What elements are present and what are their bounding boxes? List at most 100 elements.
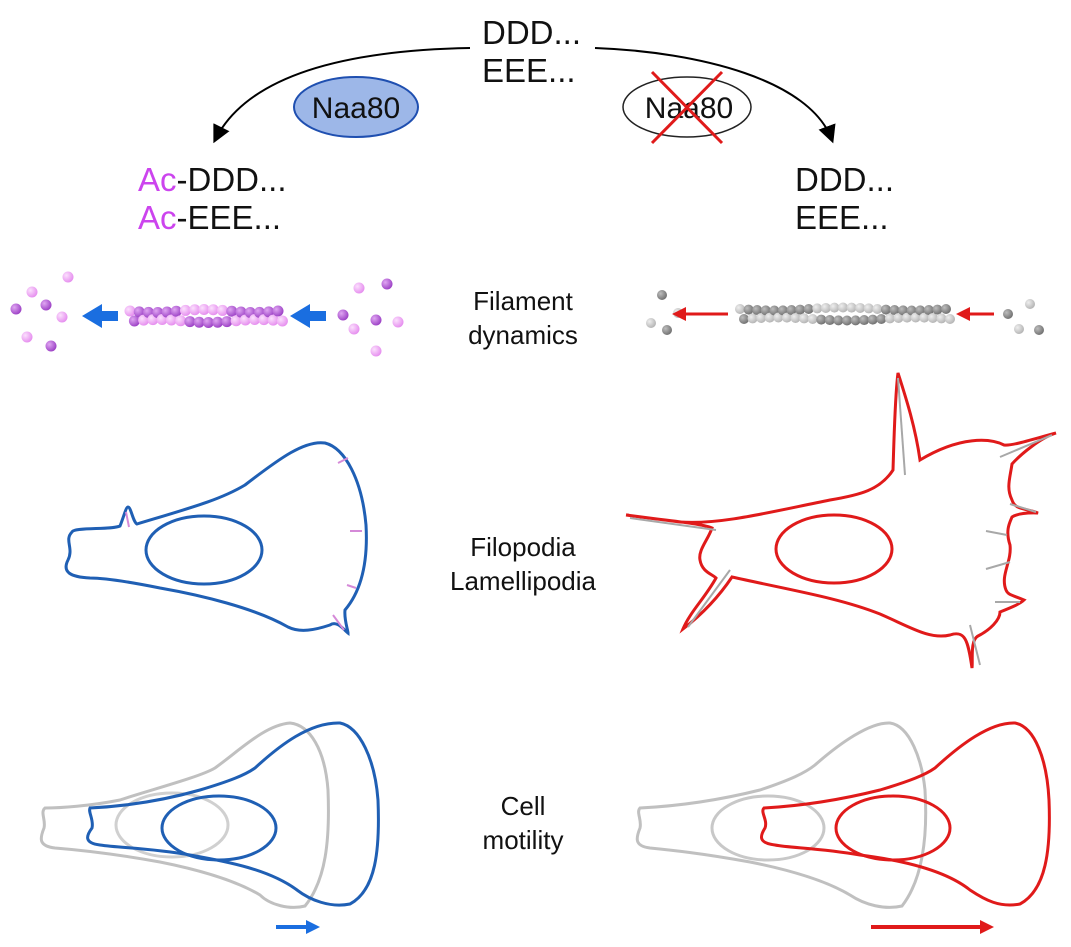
actin-bead [876,314,887,324]
actin-bead [846,302,857,313]
actin-bead [773,312,784,323]
actin-bead [884,313,895,324]
actin-bead [180,304,191,316]
substrate-line-2: EEE... [482,52,576,89]
nucleus-blue [144,514,264,586]
polymerization-arrow-left-inner [290,304,326,328]
actin-bead [902,312,913,323]
actin-bead [799,313,810,324]
actin-bead [820,302,831,313]
row-label-filament-1: Filament [473,286,573,316]
monomer-bead [646,318,656,328]
depolymerization-arrow-left-outer [82,304,118,328]
monomer-bead [370,345,382,357]
motility-arrow-short-blue [276,920,320,934]
ghost-nucleus-right [710,794,826,862]
actin-bead [184,316,196,328]
actin-bead [786,305,797,316]
acetylated-product: Ac-DDD... Ac-EEE... [138,161,287,236]
monomer-bead [62,271,74,283]
monomer-bead [56,311,68,323]
ghost-cell-outline-right [635,721,928,909]
nucleus-moved-red [834,794,952,862]
cell-motility-acetylated [39,721,380,934]
actin-bead [872,304,883,314]
monomer-bead [662,325,672,335]
left-reaction-arrow [213,47,471,144]
monomer-bead [1025,299,1035,309]
polymerization-arrow-right-inner [956,307,994,321]
motility-arrow-long-red [871,920,994,934]
filopodia-cores-right [629,377,1053,666]
actin-bead [221,316,233,328]
filament-non-acetylated [646,290,1044,335]
actin-bead [936,313,947,324]
product-line-1: -DDD... [177,161,287,198]
actin-bead [230,315,242,327]
unmodified-line-2: EEE... [795,199,889,236]
acetyl-prefix-1: Ac [138,161,177,198]
actin-bead [263,306,275,318]
monomer-bead [370,314,382,326]
ghost-nucleus-left [114,791,230,859]
non-acetylated-product: DDD... EEE... [795,161,894,236]
actin-bead [824,315,835,326]
actin-bead [850,315,861,326]
monomer-bead [10,303,22,315]
monomer-bead [1014,324,1024,334]
actin-bead [932,304,943,315]
cell-outline-moved-red [759,721,1051,907]
nucleus-moved-blue [160,794,278,862]
actin-bead [735,304,745,314]
actin-bead [743,304,754,315]
actin-bead [747,313,758,324]
naa80-enzyme-present: Naa80 [293,76,419,138]
actin-bead [893,312,904,323]
actin-bead [842,315,852,326]
actin-bead [170,305,182,317]
actin-bead [189,304,201,316]
filament-acetylated [10,271,404,357]
actin-bead [859,315,870,326]
actin-bead [863,303,874,314]
actin-bead [226,305,238,317]
acetyl-prefix-2: Ac [138,199,177,236]
monomer-bead [381,278,393,290]
actin-bead [198,304,210,315]
cell-motility-non-acetylated [635,721,1051,934]
monomer-bead [348,323,360,335]
actin-bead [133,306,145,318]
actin-bead [175,315,187,327]
actin-bead [207,304,219,316]
cross-line-2 [650,70,724,145]
monomer-bead [353,282,365,294]
monomer-bead [657,290,667,300]
actin-bead [756,312,767,323]
unmodified-line-1: DDD... [795,161,894,198]
row-label-protrusions-1: Filopodia [470,532,576,562]
monomer-bead [1034,325,1044,335]
actin-bead [816,314,827,325]
actin-bead [267,314,279,326]
cell-outline-red [625,372,1057,669]
substrate-line-1: DDD... [482,14,581,51]
actin-bead [889,305,900,316]
cell-outline-blue [64,441,368,637]
actin-bead [807,314,818,324]
row-label-motility-1: Cell [501,791,546,821]
monomer-bead [26,286,38,298]
filopodia-cores-left [125,457,362,631]
actin-bead [927,312,938,323]
cell-outline-moved-blue [86,721,380,907]
svg-text:Ac-EEE...: Ac-EEE... [138,199,281,236]
actin-bead [919,312,930,323]
actin-bead [803,304,814,314]
monomer-bead [45,340,57,352]
svg-text:Ac-DDD...: Ac-DDD... [138,161,287,198]
monomer-bead [21,331,33,343]
actin-bead [795,304,806,315]
actin-bead [124,305,136,317]
nucleus-red [774,513,894,585]
row-label-motility-2: motility [483,825,564,855]
